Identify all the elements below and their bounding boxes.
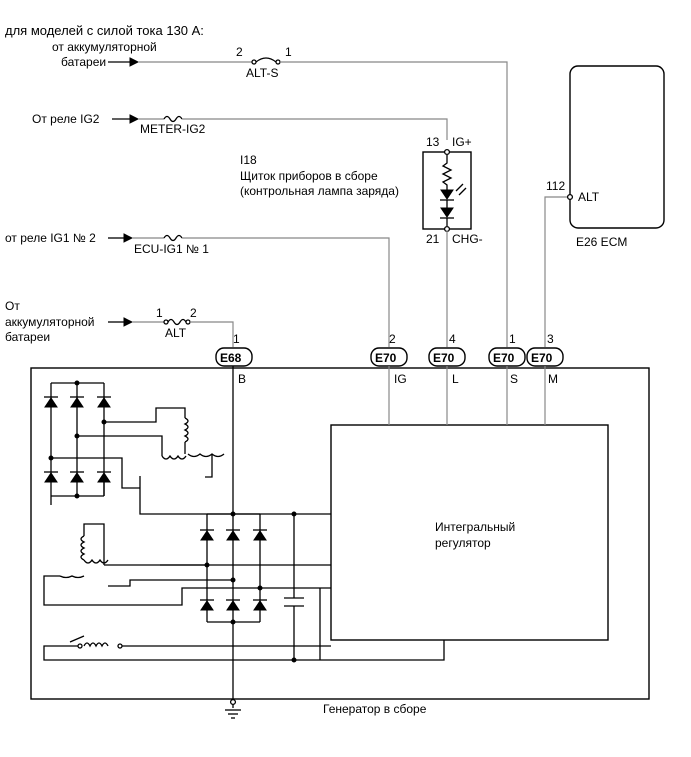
meter-pin-bottom-name: CHG- <box>452 232 483 246</box>
connector-pin-s: 1 <box>509 332 516 346</box>
fuse-alt: 1 2 ALT <box>132 306 197 340</box>
connector-e70-l-code: E70 <box>433 351 455 365</box>
battery-bottom-label-2: аккумуляторной <box>5 315 95 329</box>
upper-rectifier <box>44 380 331 515</box>
battery-top-label-1: от аккумуляторной <box>52 40 157 54</box>
connector-e70-m-code: E70 <box>531 351 553 365</box>
field-coil <box>43 635 445 661</box>
meter-desc-1: Щиток приборов в сборе <box>240 169 378 183</box>
battery-bottom-label-3: батареи <box>5 330 50 344</box>
regulator-line-1: Интегральный <box>435 520 515 534</box>
wire-ig <box>182 237 390 347</box>
signal-m: M <box>548 372 558 386</box>
relay-ig2-label: От реле IG2 <box>32 112 100 126</box>
signal-b: B <box>238 372 246 386</box>
relay-ig2-source: От реле IG2 <box>32 112 140 126</box>
connector-e70-m: E70 <box>526 347 564 367</box>
wire-s <box>280 61 508 347</box>
ecm-pin: 112 <box>546 179 565 193</box>
connector-e70-s-code: E70 <box>493 351 515 365</box>
fuse-alt-s-label: ALT-S <box>246 66 278 80</box>
battery-bottom-source: От аккумуляторной батареи <box>5 299 134 344</box>
fuse-ecu-ig1: ECU-IG1 № 1 <box>132 234 209 256</box>
meter-id: I18 <box>240 153 257 167</box>
meter-pin-top: 13 <box>426 135 440 149</box>
stator-lower <box>43 523 331 660</box>
meter-pin-bottom: 21 <box>426 232 440 246</box>
fuse-alt-s-pin-right: 1 <box>285 45 292 59</box>
connector-e70-ig-code: E70 <box>375 351 397 365</box>
connector-e70-l: E70 <box>428 347 466 367</box>
signal-ig: IG <box>394 372 407 386</box>
fuse-alt-s: 2 1 ALT-S <box>138 45 292 80</box>
connector-e68: E68 <box>215 347 253 367</box>
ecm-pin-name: ALT <box>578 190 600 204</box>
relay-ig1-source: от реле IG1 № 2 <box>5 231 134 245</box>
connector-pin-ig: 2 <box>389 332 396 346</box>
fuse-meter-ig2-label: METER-IG2 <box>140 122 206 136</box>
fuse-meter-ig2: METER-IG2 <box>138 115 206 136</box>
connector-e68-code: E68 <box>220 351 242 365</box>
meter-desc-2: (контрольная лампа заряда) <box>240 184 399 198</box>
meter-pin-top-name: IG+ <box>452 135 472 149</box>
wire-m <box>544 196 567 347</box>
connector-e70-s: E70 <box>488 347 526 367</box>
fuse-alt-label: ALT <box>165 326 187 340</box>
lower-rectifier <box>200 511 304 663</box>
generator-label: Генератор в сборе <box>323 702 427 716</box>
fuse-alt-pin-right: 2 <box>190 306 197 320</box>
integral-regulator: Интегральный регулятор <box>330 424 609 641</box>
signal-s: S <box>510 372 518 386</box>
ground-symbol <box>225 709 241 719</box>
ecm-label: E26 ECM <box>576 235 627 249</box>
battery-top-label-2: батареи <box>61 55 106 69</box>
fuse-alt-s-pin-left: 2 <box>236 45 243 59</box>
generator-box <box>30 367 650 700</box>
connector-pin-m: 3 <box>547 332 554 346</box>
relay-ig1-label: от реле IG1 № 2 <box>5 231 96 245</box>
diagram-header: для моделей с силой тока 130 А: <box>5 23 204 38</box>
signal-l: L <box>452 372 459 386</box>
wire-b <box>190 321 234 347</box>
wire-ig2 <box>182 118 448 140</box>
battery-bottom-label-1: От <box>5 299 20 313</box>
connector-pin-b: 1 <box>233 332 240 346</box>
connector-e70-ig: E70 <box>370 347 408 367</box>
battery-top-source: от аккумуляторной батареи <box>52 40 157 69</box>
fuse-alt-pin-left: 1 <box>156 306 163 320</box>
regulator-line-2: регулятор <box>435 536 491 550</box>
fuse-ecu-ig1-label: ECU-IG1 № 1 <box>134 242 209 256</box>
connector-pin-l: 4 <box>449 332 456 346</box>
ecm-e26: 112 ALT E26 ECM <box>546 65 665 249</box>
meter-i18: 13 IG+ 21 CHG- I18 Щиток приборов в сбор… <box>240 135 483 246</box>
